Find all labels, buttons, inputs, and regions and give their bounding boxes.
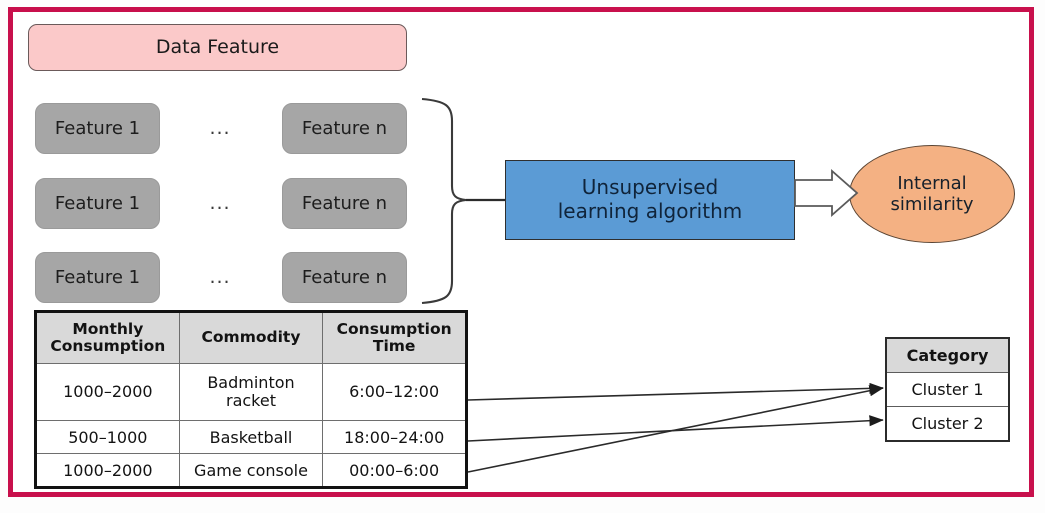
category-row: Cluster 2 <box>885 406 1010 442</box>
cell-consumption-time: 00:00–6:00 <box>322 453 467 488</box>
cell-consumption-time: 6:00–12:00 <box>322 363 467 421</box>
feature-ellipsis-row3: ... <box>200 266 240 288</box>
header-line2: Time <box>372 337 416 355</box>
header-line2: Consumption <box>50 337 166 355</box>
table-row: 500–1000 Basketball 18:00–24:00 <box>35 420 467 454</box>
similarity-label-line2: similarity <box>890 194 974 215</box>
block-arrow-icon <box>794 169 859 217</box>
cell-commodity: Game console <box>178 453 324 488</box>
feature-chip-row3-last: Feature n <box>282 252 407 303</box>
column-header-category: Category <box>885 337 1010 373</box>
row2-to-cluster2-arrow <box>467 415 884 442</box>
header-line1: Monthly <box>72 319 144 338</box>
row3-to-cluster1-arrow <box>467 385 884 473</box>
column-header-commodity: Commodity <box>178 311 324 364</box>
table-row: 1000–2000 Game console 00:00–6:00 <box>35 453 467 488</box>
table-row: 1000–2000 Badminton racket 6:00–12:00 <box>35 363 467 421</box>
table-header-row: Monthly Consumption Commodity Consumptio… <box>35 311 467 364</box>
header-line1: Commodity <box>201 328 301 347</box>
cell-commodity-line2: racket <box>225 391 276 410</box>
category-header-row: Category <box>885 337 1010 373</box>
cell-monthly-consumption: 1000–2000 <box>35 453 180 488</box>
data-feature-box: Data Feature <box>28 24 407 71</box>
data-feature-label: Data Feature <box>155 36 280 59</box>
cell-commodity: Badminton racket <box>178 363 324 421</box>
category-row: Cluster 1 <box>885 372 1010 407</box>
unsupervised-algorithm-box: Unsupervised learning algorithm <box>505 160 795 240</box>
cell-monthly-consumption: 500–1000 <box>35 420 180 454</box>
cell-monthly-consumption: 1000–2000 <box>35 363 180 421</box>
feature-ellipsis-row1: ... <box>200 117 240 139</box>
feature-chip-row3-first: Feature 1 <box>35 252 160 303</box>
algorithm-label-line1: Unsupervised <box>581 175 719 200</box>
feature-chip-label: Feature n <box>301 266 388 288</box>
feature-chip-row1-first: Feature 1 <box>35 103 160 154</box>
cell-cluster-1: Cluster 1 <box>885 372 1010 407</box>
cell-cluster-2: Cluster 2 <box>885 406 1010 442</box>
header-line1: Consumption <box>336 319 452 338</box>
feature-chip-label: Feature n <box>301 117 388 139</box>
column-header-monthly-consumption: Monthly Consumption <box>35 311 180 364</box>
similarity-label-line1: Internal <box>897 172 967 194</box>
cell-consumption-time: 18:00–24:00 <box>322 420 467 454</box>
category-result-table: Category Cluster 1 Cluster 2 <box>885 337 1010 442</box>
curly-brace-icon <box>421 97 467 305</box>
ellipsis-label: ... <box>209 192 231 214</box>
algorithm-label-line2: learning algorithm <box>557 199 743 223</box>
feature-chip-row2-first: Feature 1 <box>35 178 160 229</box>
consumption-data-table: Monthly Consumption Commodity Consumptio… <box>34 310 468 489</box>
feature-chip-label: Feature n <box>301 192 388 214</box>
cell-commodity-line1: Badminton <box>207 373 295 393</box>
feature-chip-label: Feature 1 <box>54 117 141 139</box>
feature-chip-label: Feature 1 <box>54 192 141 214</box>
internal-similarity-ellipse: Internal similarity <box>849 145 1015 243</box>
ellipsis-label: ... <box>209 266 231 288</box>
ellipsis-label: ... <box>209 117 231 139</box>
column-header-consumption-time: Consumption Time <box>322 311 467 364</box>
row1-to-cluster1-arrow <box>467 382 884 401</box>
feature-chip-row2-last: Feature n <box>282 178 407 229</box>
feature-ellipsis-row2: ... <box>200 192 240 214</box>
feature-chip-row1-last: Feature n <box>282 103 407 154</box>
cell-commodity: Basketball <box>178 420 324 454</box>
feature-chip-label: Feature 1 <box>54 266 141 288</box>
